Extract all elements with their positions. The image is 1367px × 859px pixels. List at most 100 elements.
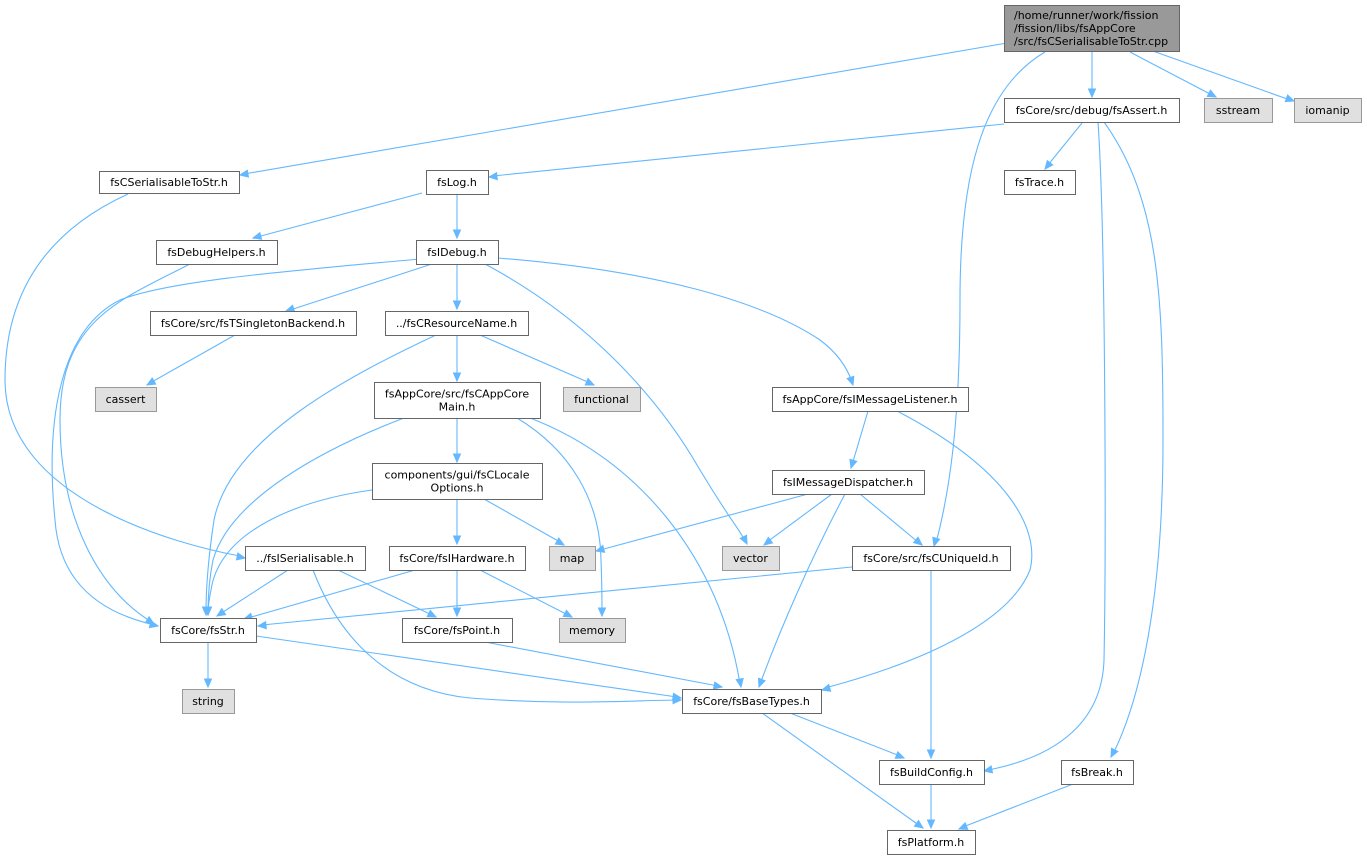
node-map[interactable]: map	[549, 546, 596, 571]
dependency-edge	[479, 569, 574, 618]
node-root[interactable]: /home/runner/work/fission/fission/libs/f…	[1004, 5, 1180, 52]
node-box	[1294, 98, 1362, 123]
node-fsidebug-h[interactable]: fsIDebug.h	[416, 240, 499, 265]
node-string[interactable]: string	[182, 689, 235, 714]
edge-line	[337, 569, 437, 618]
node-fsplatform-h[interactable]: fsPlatform.h	[887, 830, 976, 855]
edge-arrowhead	[452, 372, 462, 383]
node-box	[374, 382, 541, 419]
edge-arrowhead	[452, 535, 462, 546]
node-fsbuildconfig-h[interactable]: fsBuildConfig.h	[879, 760, 985, 785]
edge-arrowhead	[926, 749, 936, 760]
dependency-edge	[284, 263, 433, 313]
node-box	[772, 387, 969, 412]
node-box	[1204, 98, 1273, 123]
node-fsimessagedispatcher-h[interactable]: fsIMessageDispatcher.h	[772, 470, 925, 495]
node-label: cassert	[106, 393, 147, 406]
edge-arrowhead	[913, 819, 925, 829]
node-label: fsLog.h	[437, 176, 477, 189]
node-label: fsAppCore/src/fsCAppCore	[385, 388, 529, 401]
edge-line	[789, 712, 905, 759]
dependency-edge	[529, 417, 744, 689]
edge-line	[488, 123, 1005, 178]
node-memory[interactable]: memory	[559, 618, 626, 643]
node-box	[385, 311, 529, 336]
node-label: fsCore/fsIHardware.h	[399, 552, 514, 565]
edge-line	[479, 569, 573, 618]
edge-line	[51, 258, 421, 627]
node-fsihardware-h[interactable]: fsCore/fsIHardware.h	[389, 546, 526, 571]
node-fsbasetypes-h[interactable]: fsCore/fsBaseTypes.h	[682, 689, 822, 714]
dependency-edge	[452, 194, 462, 240]
node-box	[563, 387, 641, 412]
node-fsimessagelistener-h[interactable]: fsAppCore/fsIMessageListener.h	[772, 387, 969, 412]
edge-line	[257, 566, 853, 627]
dependency-edge	[1103, 121, 1164, 759]
node-sstream[interactable]: sstream	[1204, 98, 1273, 123]
node-fsdebughelpers-h[interactable]: fsDebugHelpers.h	[156, 240, 278, 265]
edge-line	[933, 51, 1046, 547]
dependency-edge	[452, 499, 462, 546]
node-label: /src/fsCSerialisableToStr.cpp	[1014, 35, 1168, 48]
node-box	[887, 830, 976, 855]
node-box	[245, 546, 366, 571]
dependency-edge	[487, 123, 1005, 181]
node-fscresourcename-h[interactable]: ../fsCResourceName.h	[385, 311, 529, 336]
edge-line	[146, 334, 236, 386]
node-box	[1004, 5, 1180, 52]
node-fslog-h[interactable]: fsLog.h	[426, 170, 489, 195]
edge-arrowhead	[671, 692, 683, 701]
node-cassert[interactable]: cassert	[95, 387, 157, 412]
node-layer: /home/runner/work/fission/fission/libs/f…	[95, 5, 1362, 855]
edge-arrowhead	[912, 536, 923, 546]
node-fspoint-h[interactable]: fsCore/fsPoint.h	[402, 618, 513, 643]
edge-arrowhead	[849, 458, 858, 470]
node-fscserialisabletostr-h[interactable]: fsCSerialisableToStr.h	[99, 171, 240, 194]
node-fstrace-h[interactable]: fsTrace.h	[1004, 170, 1076, 195]
node-label: ../fsCResourceName.h	[396, 317, 517, 330]
edge-arrowhead	[487, 171, 498, 181]
node-vector[interactable]: vector	[722, 546, 780, 571]
node-label: map	[560, 552, 584, 565]
node-label: sstream	[1216, 104, 1260, 117]
dependency-edge	[452, 418, 462, 464]
edge-arrowhead	[256, 620, 267, 630]
dependency-edge	[516, 417, 607, 618]
node-box	[1061, 760, 1134, 785]
edge-arrowhead	[203, 678, 213, 689]
node-box	[99, 171, 240, 194]
node-fscuniqueid-h[interactable]: fsCore/src/fsCUniqueId.h	[852, 546, 1011, 571]
edge-line	[850, 410, 869, 469]
node-box	[1004, 98, 1180, 123]
dependency-edge	[452, 264, 462, 311]
dependency-edge	[957, 783, 1074, 830]
edge-arrowhead	[452, 229, 462, 240]
node-fsbreak-h[interactable]: fsBreak.h	[1061, 760, 1134, 785]
edge-arrowhead	[932, 536, 941, 548]
dependency-edge	[789, 712, 906, 759]
node-functional[interactable]: functional	[563, 387, 641, 412]
dependency-edge	[215, 569, 289, 617]
dependency-edge	[256, 566, 853, 630]
node-fstsingletonbackend-h[interactable]: fsCore/src/fsTSingletonBackend.h	[150, 311, 357, 336]
edge-arrowhead	[215, 607, 227, 617]
dependency-edge	[926, 570, 936, 760]
node-box	[416, 240, 499, 265]
node-label: fsIDebug.h	[427, 246, 487, 259]
dependency-edge	[497, 257, 855, 387]
dependency-edge	[203, 642, 213, 689]
node-fsiserialisable-h[interactable]: ../fsISerialisable.h	[245, 546, 366, 571]
edge-line	[479, 334, 595, 386]
edge-arrowhead	[148, 619, 160, 629]
node-fsstr-h[interactable]: fsCore/fsStr.h	[160, 618, 257, 643]
node-fsassert-h[interactable]: fsCore/src/debug/fsAssert.h	[1004, 98, 1180, 123]
edge-line	[252, 192, 423, 239]
edge-line	[763, 493, 833, 546]
node-box	[150, 311, 357, 336]
dependency-edge	[484, 263, 748, 546]
node-iomanip[interactable]: iomanip	[1294, 98, 1362, 123]
edge-arrowhead	[452, 607, 462, 618]
